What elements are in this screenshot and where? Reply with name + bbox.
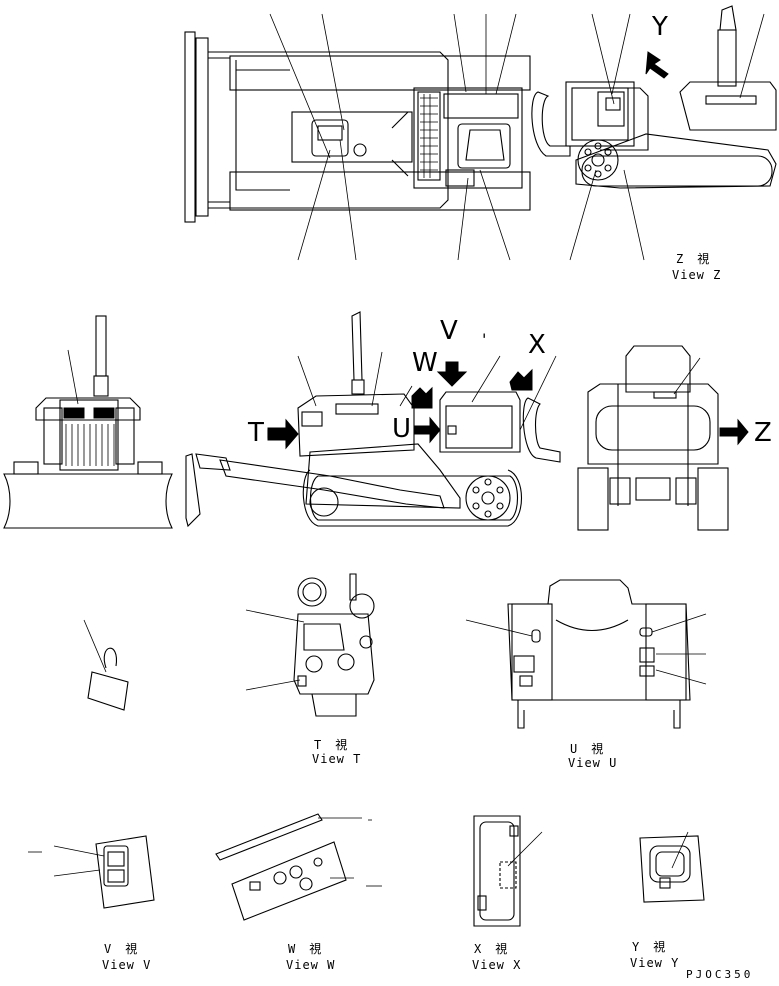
label-w: W [412, 348, 438, 378]
view-y-panel [639, 831, 705, 903]
view-x-panel [473, 815, 543, 927]
caption-w-en: View W [286, 958, 336, 972]
caption-x-en: View X [472, 958, 522, 972]
label-t: T [248, 418, 264, 448]
caption-t-jp: T 視 [314, 738, 349, 752]
label-x: X [528, 330, 546, 360]
view-u-cab [465, 579, 707, 729]
label-v: V [440, 316, 458, 346]
label-apostrophe: ' [482, 330, 487, 349]
label-z: Z [754, 418, 772, 448]
caption-t-en: View T [312, 752, 362, 766]
caption-u-jp: U 視 [570, 742, 605, 756]
caption-y-en: View Y [630, 956, 680, 970]
rear-view [577, 345, 749, 531]
caption-z-en: View Z [672, 268, 722, 282]
view-v-panel [28, 835, 155, 909]
caption-v-jp: V 視 [104, 942, 139, 956]
caption-u-en: View U [568, 756, 618, 770]
caption-x-jp: X 視 [474, 942, 509, 956]
side-view-top-right [531, 5, 777, 261]
view-t-engine [245, 573, 375, 717]
caption-y-jp: Y 視 [632, 940, 667, 954]
caption-z-jp: Z 視 [676, 252, 711, 266]
view-w-dashboard [215, 813, 382, 921]
main-side-view [185, 311, 561, 528]
top-plan-view [184, 13, 531, 261]
tag-label-detail [83, 619, 129, 711]
drawing-code: PJOC350 [686, 968, 754, 981]
caption-v-en: View V [102, 958, 152, 972]
caption-w-jp: W 視 [288, 942, 323, 956]
front-view [3, 315, 173, 529]
label-u: U [392, 414, 412, 444]
label-y: Y [652, 12, 668, 42]
